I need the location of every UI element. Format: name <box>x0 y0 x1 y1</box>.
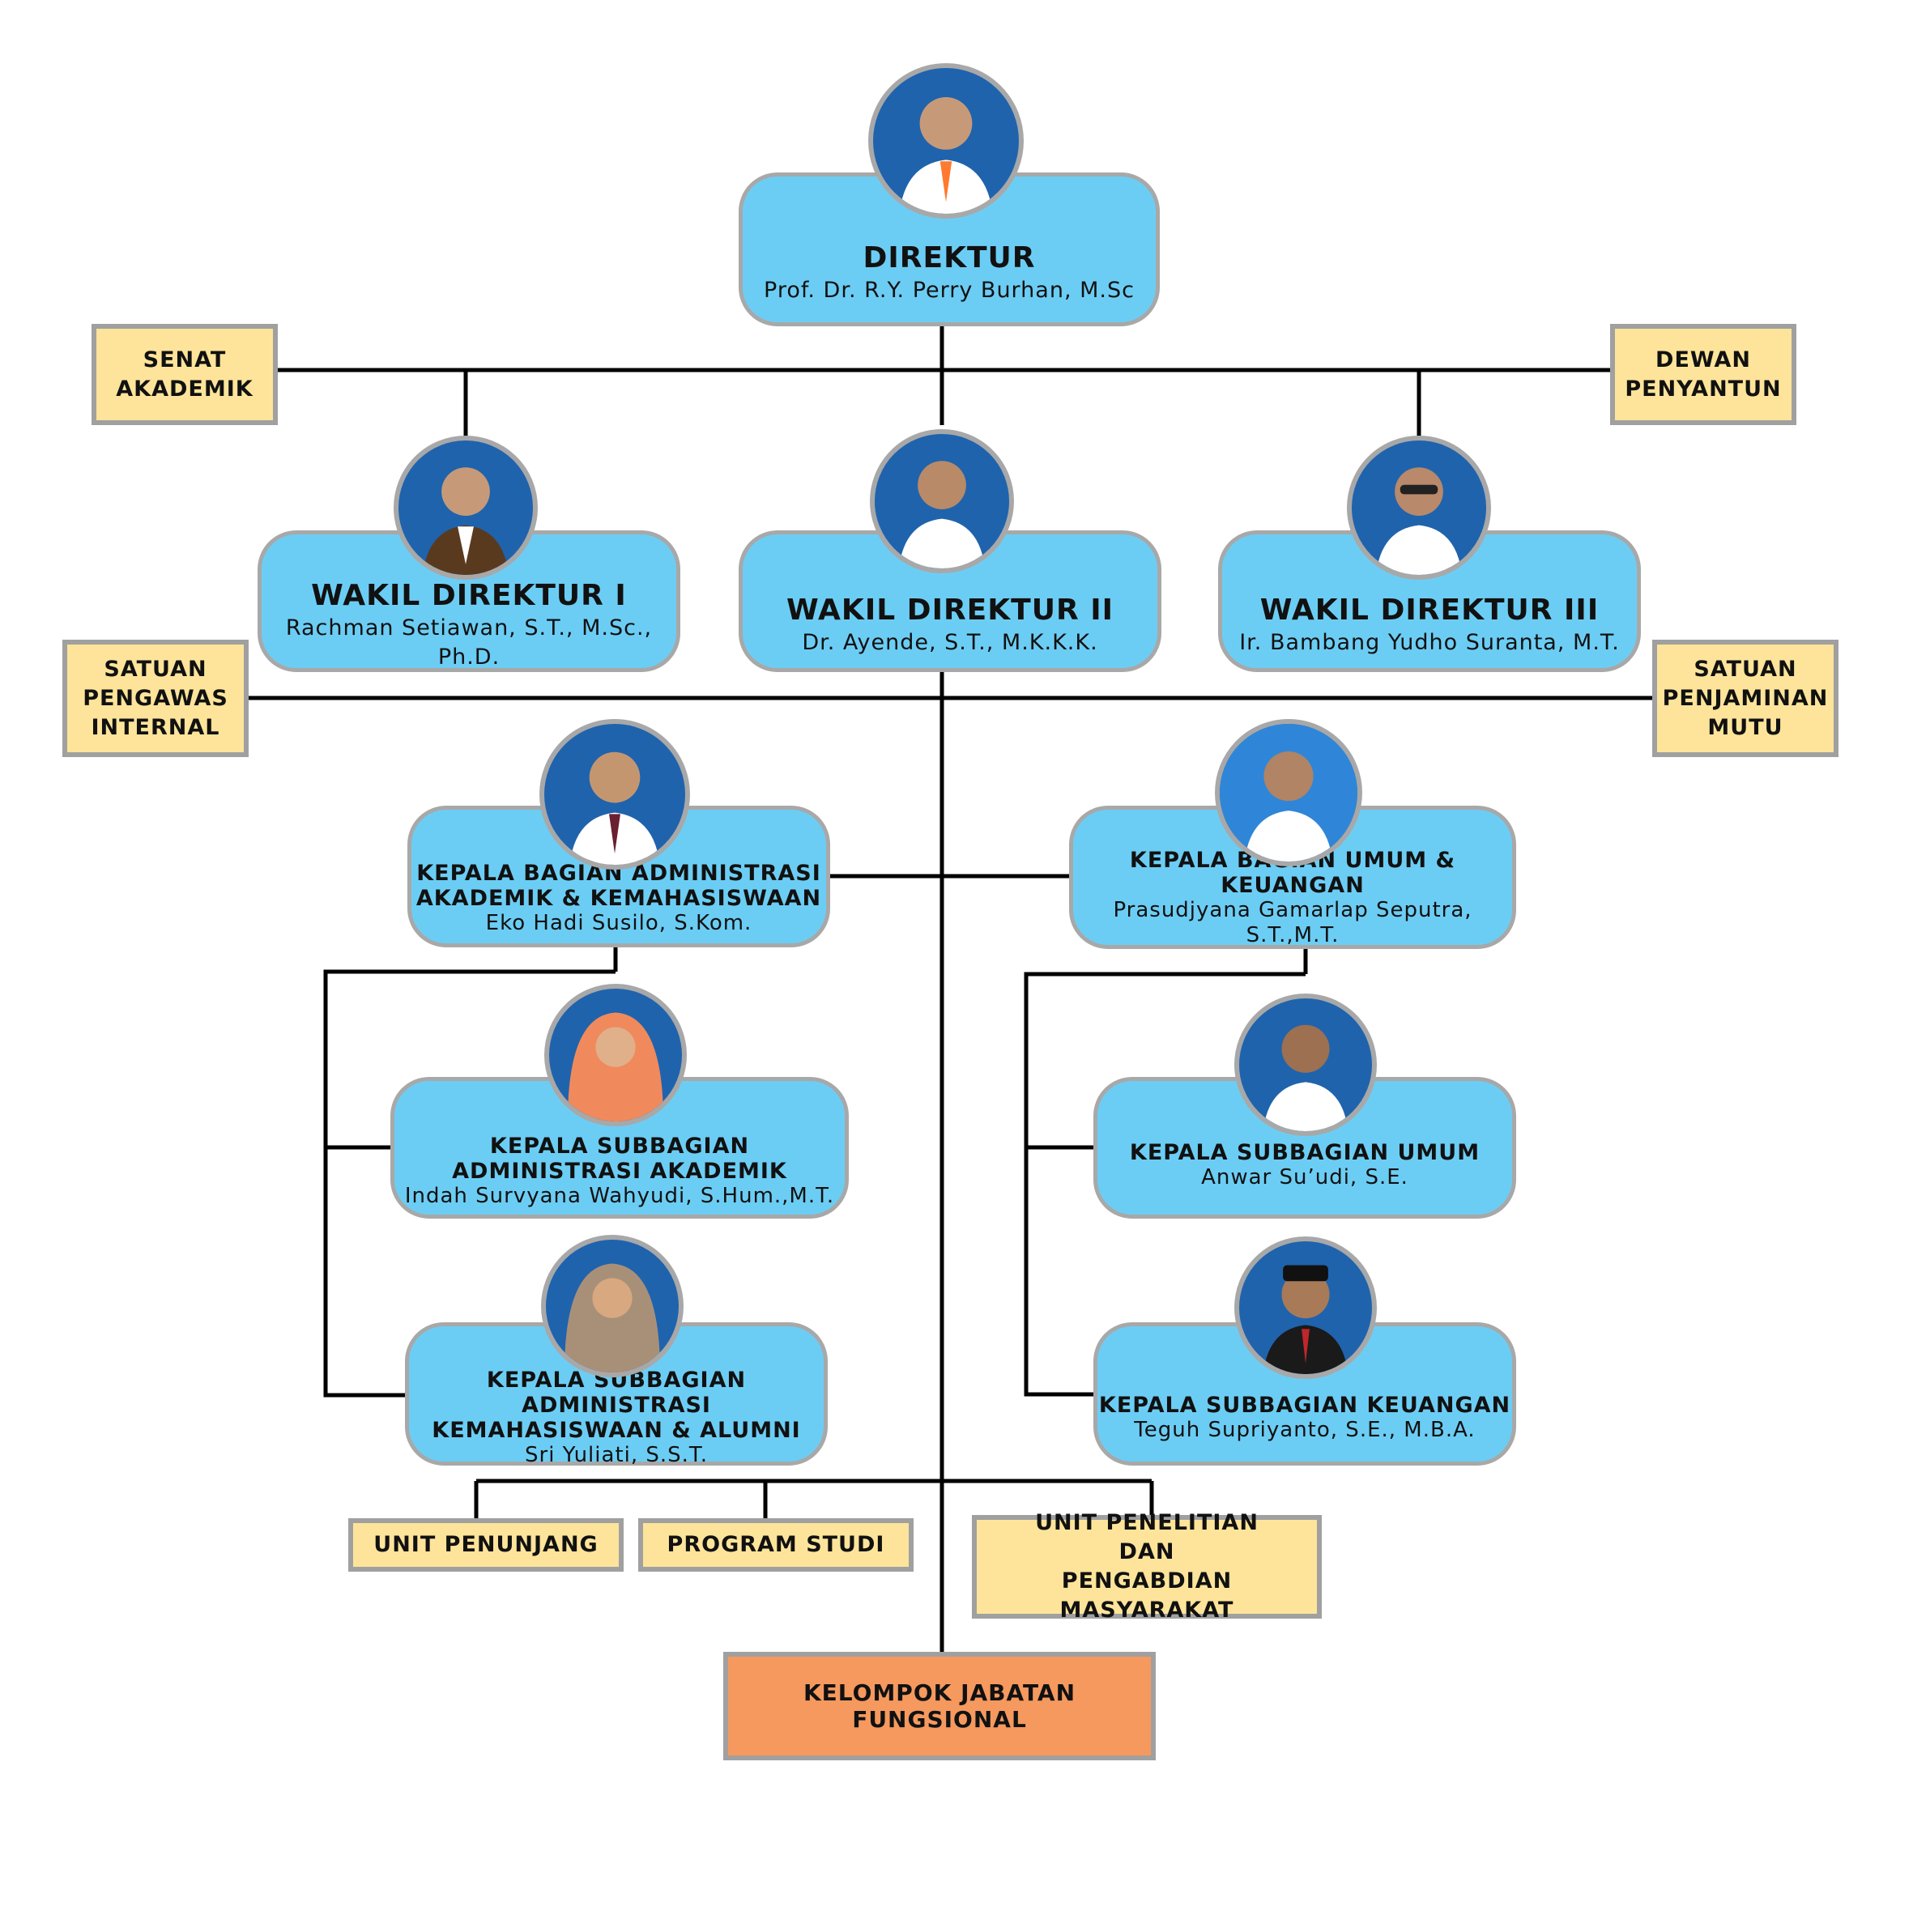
wakil-direktur-3-title: WAKIL DIREKTUR III <box>1259 593 1600 627</box>
kasubag-akademik-box: KEPALA SUBBAGIAN ADMINISTRASI AKADEMIK I… <box>390 1077 849 1219</box>
person-photo-icon <box>1375 467 1463 575</box>
person-photo-icon <box>1263 1024 1348 1131</box>
person-photo-icon <box>1263 1265 1348 1374</box>
kasubag-umum-title: KEPALA SUBBAGIAN UMUM <box>1129 1139 1481 1165</box>
wakil-direktur-1-title: WAKIL DIREKTUR I <box>311 578 627 612</box>
kabag-akademik-title: KEPALA BAGIAN ADMINISTRASI AKADEMIK & KE… <box>415 861 822 911</box>
kabag-umum-name: Prasudjyana Gamarlap Seputra, S.T.,M.T. <box>1113 897 1472 947</box>
kasubag-keuangan-name: Teguh Supriyanto, S.E., M.B.A. <box>1134 1417 1476 1442</box>
person-photo-icon <box>569 751 660 865</box>
dewan-penyantun-box: DEWAN PENYANTUN <box>1610 324 1796 425</box>
person-photo-icon <box>567 1012 664 1121</box>
unit-penunjang-box: UNIT PENUNJANG <box>348 1518 624 1572</box>
direktur-title: DIREKTUR <box>863 241 1036 274</box>
kasubag-kemahasiswaan-title: KEPALA SUBBAGIAN ADMINISTRASI KEMAHASISW… <box>432 1367 801 1443</box>
kasubag-akademik-title: KEPALA SUBBAGIAN ADMINISTRASI AKADEMIK <box>452 1134 787 1184</box>
program-studi-box: PROGRAM STUDI <box>638 1518 914 1572</box>
kabag-umum-avatar <box>1215 719 1362 866</box>
wakil-direktur-2-title: WAKIL DIREKTUR II <box>786 593 1114 627</box>
person-photo-icon <box>422 467 509 575</box>
satuan-pengawas-internal-box: SATUAN PENGAWAS INTERNAL <box>62 640 249 757</box>
kasubag-kemahasiswaan-name: Sri Yuliati, S.S.T. <box>525 1442 708 1467</box>
person-photo-icon <box>898 461 986 568</box>
wakil-direktur-2-avatar <box>870 429 1014 573</box>
kasubag-umum-name: Anwar Su’udi, S.E. <box>1201 1164 1408 1189</box>
kasubag-keuangan-title: KEPALA SUBBAGIAN KEUANGAN <box>1098 1392 1511 1418</box>
kasubag-akademik-name: Indah Survyana Wahyudi, S.Hum.,M.T. <box>404 1184 835 1208</box>
kabag-akademik-avatar <box>539 719 690 870</box>
wakil-direktur-2-name: Dr. Ayende, S.T., M.K.K.K. <box>802 629 1098 655</box>
unit-penelitian-box: UNIT PENELITIAN DAN PENGABDIAN MASYARAKA… <box>972 1510 1322 1623</box>
person-photo-icon <box>899 97 993 214</box>
kasubag-akademik-avatar <box>544 984 687 1126</box>
person-photo-icon <box>1220 724 1357 862</box>
wakil-direktur-3-avatar <box>1347 436 1491 580</box>
kasubag-kemahasiswaan-box: KEPALA SUBBAGIAN ADMINISTRASI KEMAHASISW… <box>405 1322 828 1467</box>
kabag-akademik-name: Eko Hadi Susilo, S.Kom. <box>485 911 752 935</box>
senat-akademik-box: SENAT AKADEMIK <box>92 324 278 425</box>
kasubag-kemahasiswaan-avatar <box>541 1235 684 1377</box>
person-photo-icon <box>564 1263 661 1372</box>
direktur-avatar <box>868 63 1024 219</box>
direktur-name: Prof. Dr. R.Y. Perry Burhan, M.Sc <box>764 278 1135 303</box>
satuan-penjaminan-mutu-box: SATUAN PENJAMINAN MUTU <box>1652 640 1838 757</box>
wakil-direktur-1-avatar <box>394 436 538 580</box>
wakil-direktur-3-name: Ir. Bambang Yudho Suranta, M.T. <box>1239 629 1620 655</box>
kelompok-jabatan-fungsional-box: KELOMPOK JABATAN FUNGSIONAL <box>723 1652 1156 1760</box>
kasubag-umum-avatar <box>1234 994 1377 1136</box>
kasubag-keuangan-avatar <box>1234 1236 1377 1379</box>
wakil-direktur-1-name: Rachman Setiawan, S.T., M.Sc., Ph.D. <box>285 615 653 670</box>
